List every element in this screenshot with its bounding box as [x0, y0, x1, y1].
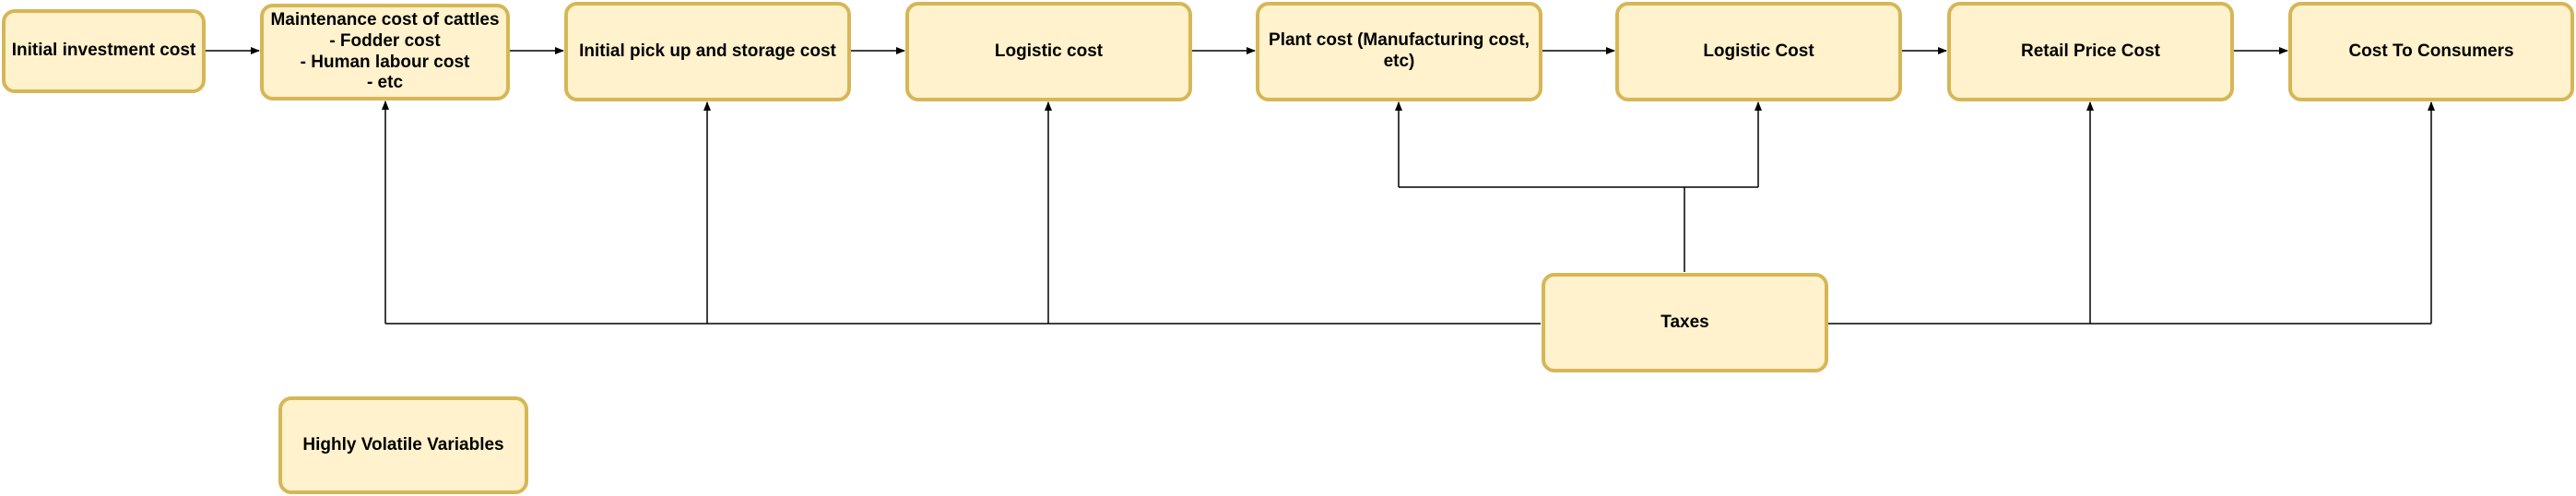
node-retail-price: Retail Price Cost [1947, 2, 2234, 101]
node-cost-to-consumers: Cost To Consumers [2288, 2, 2574, 101]
node-logistic-cost-2: Logistic Cost [1615, 2, 1902, 101]
node-taxes: Taxes [1542, 273, 1828, 372]
node-plant-cost: Plant cost (Manufacturing cost, etc) [1256, 2, 1542, 101]
node-highly-volatile: Highly Volatile Variables [278, 396, 528, 494]
node-initial-investment: Initial investment cost [2, 9, 206, 93]
node-maintenance-cost: Maintenance cost of cattles - Fodder cos… [260, 4, 510, 100]
node-logistic-cost: Logistic cost [905, 2, 1192, 101]
node-pickup-storage: Initial pick up and storage cost [564, 2, 851, 101]
